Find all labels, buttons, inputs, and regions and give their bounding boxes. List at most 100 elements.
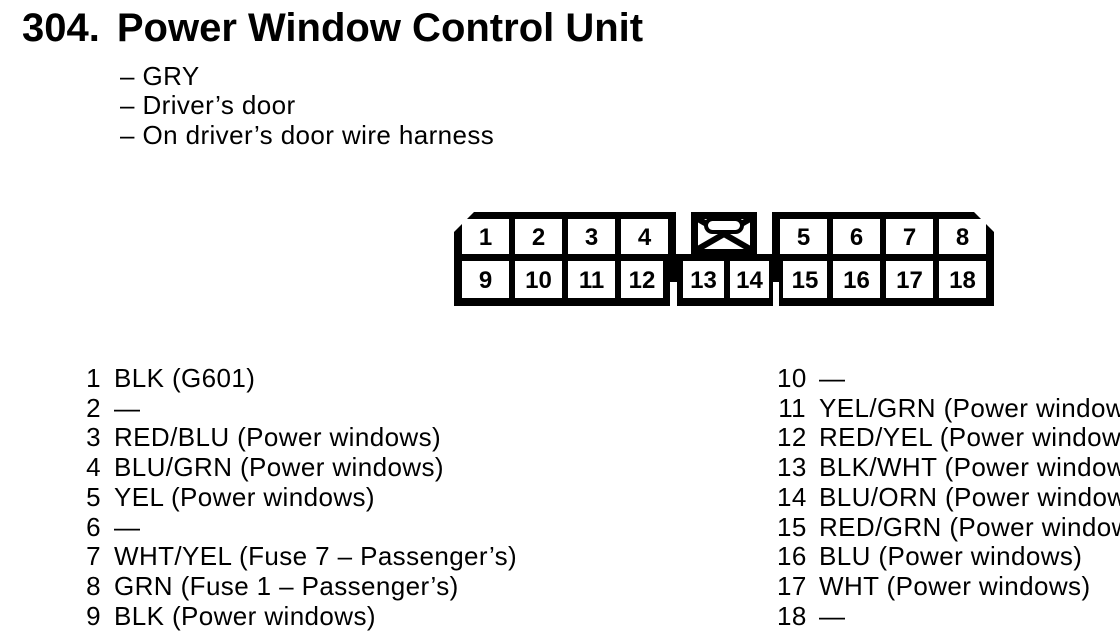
pin-number: 5 <box>86 481 101 512</box>
pin-wire-label: YEL/GRN (Power windows) <box>819 392 1120 423</box>
pin-cell-number: 18 <box>949 267 976 294</box>
pin-wire-label: — <box>114 392 141 423</box>
pin-cell-number: 6 <box>850 224 863 251</box>
pin-wire-label: WHT (Power windows) <box>819 570 1091 601</box>
section-title-text: Power Window Control Unit <box>116 6 644 50</box>
pin-row: 17 WHT (Power windows) <box>777 570 1120 602</box>
pin-cell-number: 1 <box>479 224 492 251</box>
pin-number: 8 <box>86 570 101 601</box>
connector-pin-cell: 6 <box>833 219 880 254</box>
pin-row: 10 — <box>777 363 1120 394</box>
connector-pin-cell: 5 <box>780 219 827 254</box>
section-title: 304. Power Window Control Unit <box>22 6 643 50</box>
connector-pin-cell: 13 <box>683 261 724 298</box>
pin-row: 4 BLU/GRN (Power windows) <box>79 452 517 483</box>
pin-wire-label: RED/GRN (Power windows) <box>819 511 1120 542</box>
pin-cell-number: 8 <box>956 224 969 251</box>
pin-cell-number: 15 <box>792 267 819 294</box>
pin-number: 2 <box>86 392 101 423</box>
note-line: – GRY <box>120 61 200 91</box>
connector-pin-cell: 9 <box>462 261 509 298</box>
pin-cell-number: 11 <box>579 267 604 294</box>
pin-wire-label: BLU/GRN (Power windows) <box>114 452 444 483</box>
pin-row: 2— <box>79 392 517 424</box>
pin-row: 18 — <box>777 600 1120 632</box>
pin-row: 16 BLU (Power windows) <box>777 541 1120 572</box>
note-line: – Driver’s door <box>120 90 296 121</box>
pin-row: 5 YEL (Power windows) <box>79 481 517 513</box>
pin-row: 13 BLK/WHT (Power windows) <box>777 452 1120 483</box>
connector-pin-cell: 1 <box>462 219 509 254</box>
pin-number: 7 <box>86 541 101 572</box>
connector-pin-cell: 15 <box>783 261 827 298</box>
pin-wire-label: BLU/ORN (Power windows) <box>819 481 1120 512</box>
connector-pin-cell: 18 <box>939 261 986 298</box>
connector-pin-cell: 12 <box>621 261 663 298</box>
connector-gap <box>676 212 691 254</box>
pin-row: 9 BLK (Power windows) <box>79 600 517 632</box>
pin-cell-number: 2 <box>532 224 545 251</box>
keying-notch <box>670 282 677 306</box>
connector-diagram: 1 2 3 4 5 6 7 8 9 10 11 12 13 14 15 16 <box>454 212 994 306</box>
pin-cell-number: 9 <box>479 267 492 294</box>
pin-wire-label: — <box>819 363 846 393</box>
pin-row: 7 WHT/YEL (Fuse 7 – Passenger’s) <box>79 541 518 572</box>
pin-number: 9 <box>86 600 101 631</box>
pin-wire-label: RED/BLU (Power windows) <box>114 422 442 453</box>
pin-number: 10 <box>777 363 807 393</box>
pin-wire-label: BLK (Power windows) <box>114 600 376 631</box>
pin-number: 18 <box>777 600 807 631</box>
connector-pin-cell: 14 <box>730 261 769 298</box>
connector-pin-cell: 2 <box>515 219 562 254</box>
pin-cell-number: 14 <box>736 267 763 294</box>
pin-cell-number: 10 <box>525 267 552 294</box>
note-line: – On driver’s door wire harness <box>120 119 495 150</box>
pin-number: 11 <box>778 392 806 423</box>
pin-number: 13 <box>777 452 807 483</box>
pin-cell-number: 13 <box>690 267 717 294</box>
connector-pin-cell: 4 <box>621 219 668 254</box>
pin-number: 1 <box>86 363 101 393</box>
pin-number: 14 <box>777 481 807 512</box>
connector-pin-cell: 8 <box>939 219 986 254</box>
pin-cell-number: 5 <box>797 224 810 251</box>
pin-row: 8 GRN (Fuse 1 – Passenger’s) <box>79 570 517 602</box>
pin-wire-label: YEL (Power windows) <box>114 481 375 512</box>
pin-wire-label: — <box>114 511 141 542</box>
pin-cell-number: 17 <box>896 267 923 294</box>
connector-pin-cell: 7 <box>886 219 933 254</box>
pin-number: 4 <box>86 452 101 483</box>
connector-pin-cell: 11 <box>568 261 615 298</box>
pin-cell-number: 16 <box>843 267 870 294</box>
pin-number: 16 <box>777 541 807 572</box>
pin-cell-number: 4 <box>638 224 652 251</box>
pin-wire-label: GRN (Fuse 1 – Passenger’s) <box>114 570 459 601</box>
pin-wire-label: BLK/WHT (Power windows) <box>819 452 1120 483</box>
blocked-slot-icon <box>691 212 757 261</box>
connector-gap <box>757 212 772 254</box>
pin-cell-number: 12 <box>629 267 656 294</box>
pin-row: 11 YEL/GRN (Power windows) <box>777 392 1120 424</box>
connector-pin-cell: 17 <box>886 261 933 298</box>
connector-pin-cell: 3 <box>568 219 615 254</box>
pin-number: 17 <box>777 570 807 601</box>
pin-wire-label: — <box>819 600 846 631</box>
pin-row: 6— <box>79 511 517 543</box>
connector-notes: – GRY – Driver’s door – On driver’s door… <box>120 61 495 150</box>
connector-pin-cell: 10 <box>515 261 562 298</box>
pin-cell-number: 7 <box>903 224 916 251</box>
pin-number: 6 <box>86 511 101 542</box>
connector-pin-cell: 16 <box>833 261 880 298</box>
section-number: 304. <box>22 6 100 50</box>
pin-wire-label: BLU (Power windows) <box>819 541 1083 572</box>
pin-cell-number: 3 <box>585 224 598 251</box>
pin-wire-label: WHT/YEL (Fuse 7 – Passenger’s) <box>114 541 518 572</box>
keying-notch <box>773 282 779 306</box>
